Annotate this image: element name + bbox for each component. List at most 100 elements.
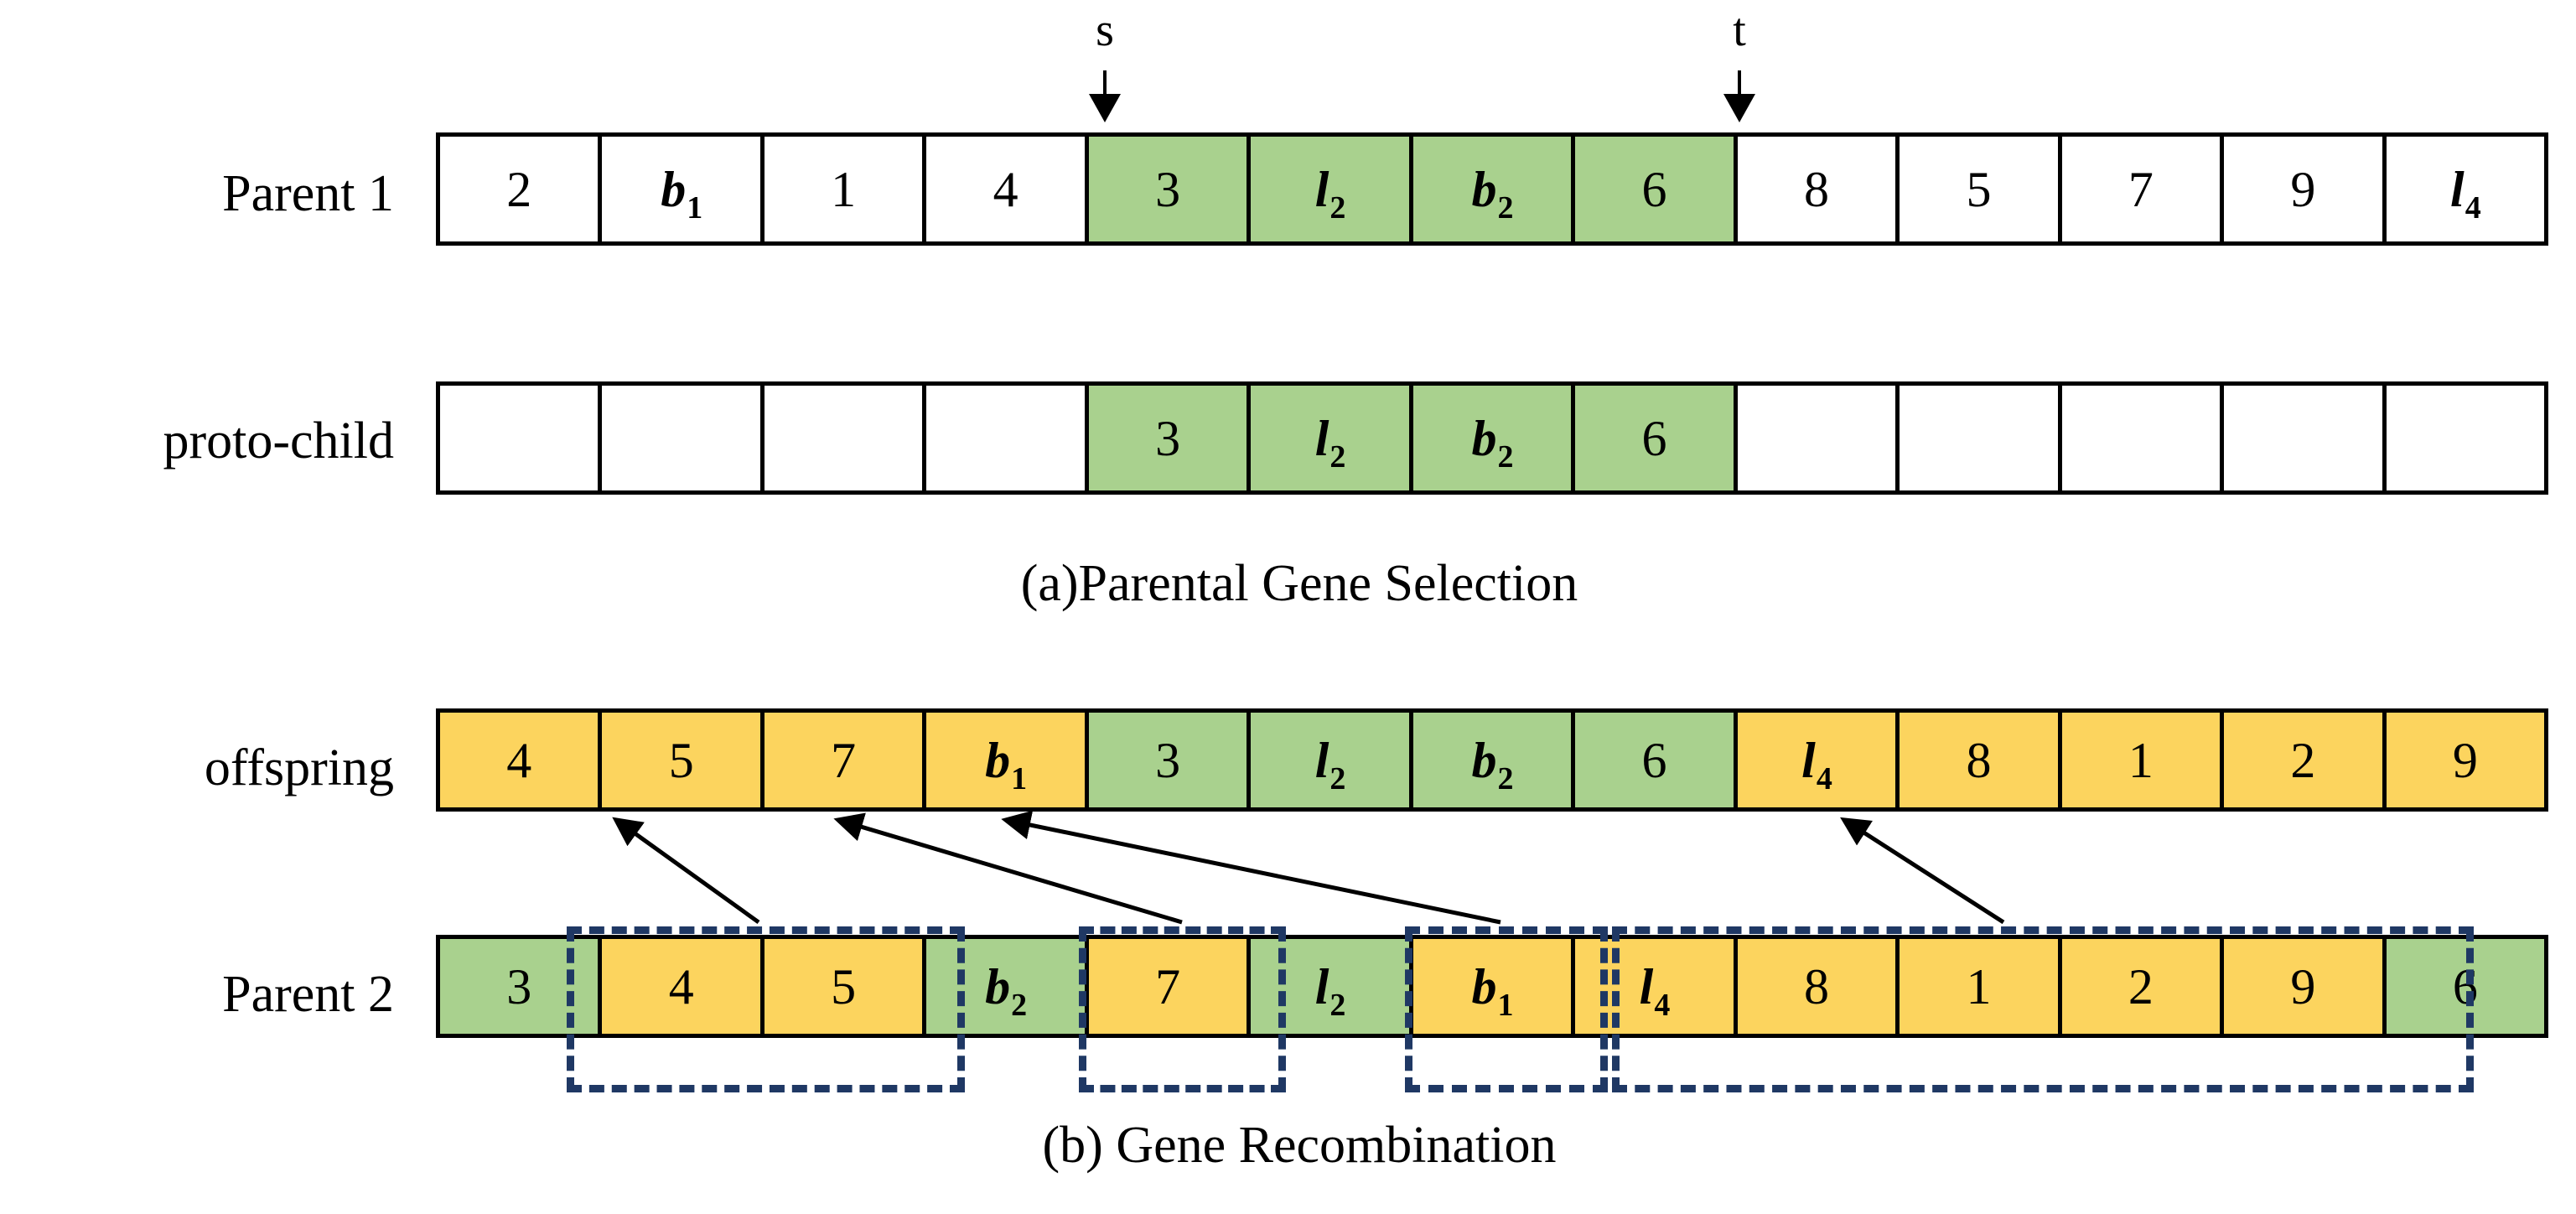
gene-symbol: b2 — [1471, 410, 1514, 475]
gene-symbol: 2 — [2128, 958, 2154, 1014]
gene-symbol: 5 — [668, 732, 694, 788]
gene-symbol: 1 — [1966, 958, 1992, 1014]
gene-cell: l4 — [1737, 713, 1900, 807]
gene-symbol: 5 — [1966, 161, 1992, 217]
gene-cell: 6 — [1575, 137, 1738, 241]
gene-cell: 6 — [2386, 939, 2545, 1034]
gene-cell — [2386, 386, 2545, 490]
gene-symbol: 5 — [831, 958, 857, 1014]
gene-subscript: 4 — [1654, 987, 1671, 1023]
gene-symbol: 1 — [2128, 732, 2154, 788]
gene-symbol: b2 — [1471, 732, 1514, 796]
gene-cell: l4 — [2386, 137, 2545, 241]
gene-cell — [926, 386, 1089, 490]
gene-subscript: 2 — [1497, 760, 1514, 796]
gene-cell: 9 — [2224, 939, 2387, 1034]
row-label-parent1: Parent 1 — [222, 165, 394, 222]
gene-symbol: 7 — [1155, 958, 1181, 1014]
gene-subscript: 1 — [687, 189, 703, 226]
arrow-seg1-to-offspring-5 — [612, 817, 760, 925]
gene-symbol: l2 — [1314, 410, 1346, 475]
gene-symbol: 7 — [831, 732, 857, 788]
gene-cell: 4 — [602, 939, 765, 1034]
gene-cell: 6 — [1575, 713, 1738, 807]
arrow-seg4-to-offspring-1 — [1840, 817, 2005, 925]
gene-subscript: 2 — [1329, 438, 1346, 475]
gene-cell: 8 — [1737, 137, 1900, 241]
gene-cell: l2 — [1251, 386, 1413, 490]
gene-cell: 5 — [1900, 137, 2062, 241]
gene-symbol: 9 — [2290, 958, 2316, 1014]
gene-subscript: 2 — [1497, 438, 1514, 475]
marker-stem-t — [1738, 70, 1741, 99]
gene-symbol: b1 — [985, 732, 1028, 796]
gene-subscript: 1 — [1011, 760, 1028, 796]
gene-symbol: l4 — [1801, 732, 1832, 796]
gene-symbol: 7 — [2128, 161, 2154, 217]
gene-symbol: 3 — [1155, 410, 1181, 466]
gene-symbol: 3 — [1155, 732, 1181, 788]
gene-cell: l2 — [1251, 137, 1413, 241]
gene-cell — [1900, 386, 2062, 490]
gene-subscript: 1 — [1497, 987, 1514, 1023]
gene-cell: 7 — [764, 713, 927, 807]
gene-subscript: 2 — [1329, 987, 1346, 1023]
gene-symbol: 6 — [1641, 732, 1667, 788]
gene-cell: b1 — [602, 137, 765, 241]
gene-cell: 5 — [764, 939, 927, 1034]
gene-cell: 3 — [1088, 713, 1252, 807]
gene-symbol: 2 — [506, 161, 532, 217]
crossover-marker-t: t — [1697, 7, 1781, 132]
gene-subscript: 2 — [1497, 189, 1514, 226]
gene-cell — [2061, 386, 2225, 490]
gene-symbol: b2 — [985, 958, 1028, 1023]
gene-cell: 9 — [2224, 137, 2387, 241]
gene-cell: 8 — [1737, 939, 1900, 1034]
gene-symbol: l2 — [1314, 732, 1346, 796]
gene-symbol: 3 — [1155, 161, 1181, 217]
gene-symbol: l2 — [1314, 958, 1346, 1023]
gene-symbol: 3 — [506, 958, 532, 1014]
gene-cell: b2 — [1412, 713, 1576, 807]
gene-symbol: 8 — [1966, 732, 1992, 788]
marker-arrowhead-t — [1723, 94, 1755, 122]
gene-cell: b2 — [926, 939, 1089, 1034]
chromosome-strip-offspring: 4 5 7 b1 3 l2 b2 6 l4 8 1 2 9 — [436, 708, 2548, 812]
gene-cell: 4 — [440, 713, 603, 807]
caption-a: (a)Parental Gene Selection — [1020, 555, 1578, 612]
gene-symbol: l2 — [1314, 161, 1346, 226]
marker-label-t: t — [1733, 4, 1746, 56]
gene-cell — [440, 386, 603, 490]
gene-cell: 2 — [2061, 939, 2225, 1034]
gene-symbol: 8 — [1803, 958, 1829, 1014]
gene-cell: 2 — [440, 137, 603, 241]
gene-symbol: 1 — [831, 161, 857, 217]
gene-cell — [764, 386, 927, 490]
gene-subscript: 2 — [1329, 760, 1346, 796]
gene-symbol: 4 — [506, 732, 532, 788]
gene-symbol: b2 — [1471, 161, 1514, 226]
crossover-marker-s: s — [1063, 7, 1147, 132]
gene-cell: 7 — [1088, 939, 1252, 1034]
gene-symbol: 4 — [668, 958, 694, 1014]
gene-cell: b2 — [1412, 386, 1576, 490]
gene-symbol: l4 — [1639, 958, 1671, 1023]
gene-cell: 3 — [440, 939, 603, 1034]
gene-cell: 3 — [1088, 137, 1252, 241]
row-label-offspring: offspring — [204, 739, 394, 796]
gene-cell: 5 — [602, 713, 765, 807]
gene-symbol: 9 — [2452, 732, 2478, 788]
gene-symbol: l4 — [2450, 161, 2481, 226]
gene-cell: 1 — [2061, 713, 2225, 807]
gene-cell: 8 — [1900, 713, 2062, 807]
gene-symbol: 4 — [993, 161, 1018, 217]
marker-arrowhead-s — [1089, 94, 1121, 122]
gene-subscript: 4 — [2465, 189, 2481, 226]
gene-cell: 7 — [2061, 137, 2225, 241]
marker-stem-s — [1103, 70, 1107, 99]
gene-cell: 2 — [2224, 713, 2387, 807]
